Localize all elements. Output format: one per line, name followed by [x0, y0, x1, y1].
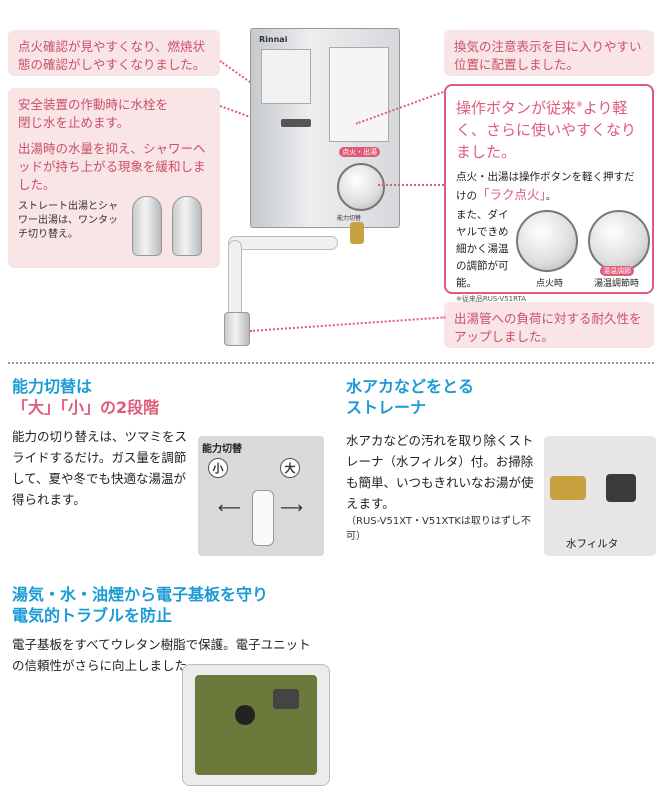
dial-photo-temp-label: 湯温調節時 [594, 279, 640, 289]
circuit-board-photo [182, 664, 330, 786]
outlet-head [224, 312, 250, 346]
arrow-left-icon: ⟵ [218, 498, 241, 517]
board-title-2: 電気的トラブルを防止 [12, 606, 173, 625]
footnote-mark: ※ [576, 100, 583, 109]
strainer-section: 水アカなどをとる ストレーナ 水アカなどの汚れを取り除くストレーナ（水フィルタ）… [346, 376, 546, 544]
callout-ignition-visibility: 点火確認が見やすくなり、燃焼状態の確認がしやすくなりました。 [8, 30, 220, 76]
capacitor [235, 705, 255, 725]
strainer-title-2: ストレーナ [346, 398, 427, 417]
warning-label [261, 49, 311, 104]
large-badge: 大 [280, 458, 300, 478]
caution-label [329, 47, 389, 142]
capacity-switch-photo: 能力切替 小 大 ⟵ ⟶ [198, 436, 324, 556]
callout-ventilation: 換気の注意表示を目に入りやすい位置に配置しました。 [444, 30, 654, 76]
easy-ignition-highlight: 「ラク点火」 [477, 187, 546, 202]
easy-ignition-text: 点火・出湯は操作ボタンを軽く押すだけの [456, 171, 635, 202]
callout-safety-text: 安全装置の作動時に水栓を閉じ水を止めます。 [18, 97, 169, 130]
dial-photo-ignition [516, 210, 578, 272]
transformer [273, 689, 299, 709]
strainer-photo: 水フィルタ [544, 436, 656, 556]
outlet-pipe [228, 236, 338, 250]
capacity-sign-label: 能力切替 [202, 444, 242, 455]
filter-part [606, 474, 636, 502]
capacity-title-1: 能力切替は [12, 377, 93, 396]
brass-fitting [550, 476, 586, 500]
strainer-body: 水アカなどの汚れを取り除くストレーナ（水フィルタ）付。お掃除も簡単、いつもきれい… [346, 433, 534, 511]
strainer-title-1: 水アカなどをとる [346, 377, 475, 396]
capacity-title-2: 「大」「小」の2段階 [12, 398, 160, 417]
board-title-1: 湯気・水・油煙から電子基板を守り [12, 585, 269, 604]
dial-adjust-text: また、ダイヤルできめ細かく湯温の調節が可能。 [456, 209, 509, 289]
outlet-pipe-down [228, 240, 242, 320]
callout-ventilation-text: 換気の注意表示を目に入りやすい位置に配置しました。 [454, 39, 642, 72]
temperature-dial[interactable] [337, 163, 385, 211]
callout-durability: 出湯管への負荷に対する耐久性をアップしました。 [444, 302, 654, 348]
capacity-body: 能力の切り替えは、ツマミをスライドするだけ。ガス量を調節して、夏や冬でも快適な湯… [12, 429, 188, 507]
callout-flow-text: 出湯時の水量を抑え、シャワーヘッドが持ち上がる現象を緩和しました。 [18, 141, 206, 192]
straight-outlet-photo [132, 196, 162, 256]
capacity-switch-label: 能力切替 [337, 215, 362, 222]
callout-durability-text: 出湯管への負荷に対する耐久性をアップしました。 [454, 311, 642, 344]
dial-photo-temp-tag: 湯温調節 [600, 266, 634, 276]
callout-safety-device: 安全装置の作動時に水栓を閉じ水を止めます。 出湯時の水量を抑え、シャワーヘッドが… [8, 88, 220, 268]
water-heater-image: Rinnai 点火・出湯 能力切替 [250, 28, 400, 228]
small-badge: 小 [208, 458, 228, 478]
arrow-right-icon: ⟶ [280, 498, 303, 517]
strainer-note: （RUS-V51XT・V51XTKは取りはずし不可） [346, 516, 531, 542]
brand-logo: Rinnai [259, 35, 288, 44]
board-body: 電子基板をすべてウレタン樹脂で保護。電子ユニットの信頼性がさらに向上しました。 [12, 637, 311, 673]
button-callout-title: 操作ボタンが従来 [456, 99, 577, 117]
footnote-text: ※従来品RUS-V51RTA [456, 295, 526, 303]
leader-line [249, 316, 446, 332]
button-callout-title2: より軽く、さらに使いやすくなりました。 [456, 99, 637, 161]
strainer-photo-label: 水フィルタ [566, 538, 619, 550]
flame-window [281, 119, 311, 127]
capacity-section: 能力切替は 「大」「小」の2段階 能力の切り替えは、ツマミをスライドするだけ。ガ… [12, 376, 332, 510]
ignition-tag: 点火・出湯 [339, 147, 380, 157]
board-section: 湯気・水・油煙から電子基板を守り 電気的トラブルを防止 電子基板をすべてウレタン… [12, 584, 332, 676]
section-divider [8, 362, 654, 364]
dial-photo-ignition-label: 点火時 [536, 279, 564, 289]
dial-photo-temp [588, 210, 650, 272]
brass-valve [350, 222, 364, 244]
slider-knob[interactable] [252, 490, 274, 546]
callout-ignition-text: 点火確認が見やすくなり、燃焼状態の確認がしやすくなりました。 [18, 39, 206, 72]
callout-shower-note: ストレート出湯とシャワー出湯は、ワンタッチ切り替え。 [18, 201, 118, 240]
leader-line [378, 184, 444, 186]
callout-button-box: 操作ボタンが従来※より軽く、さらに使いやすくなりました。 点火・出湯は操作ボタン… [444, 84, 654, 303]
shower-outlet-photo [172, 196, 202, 256]
